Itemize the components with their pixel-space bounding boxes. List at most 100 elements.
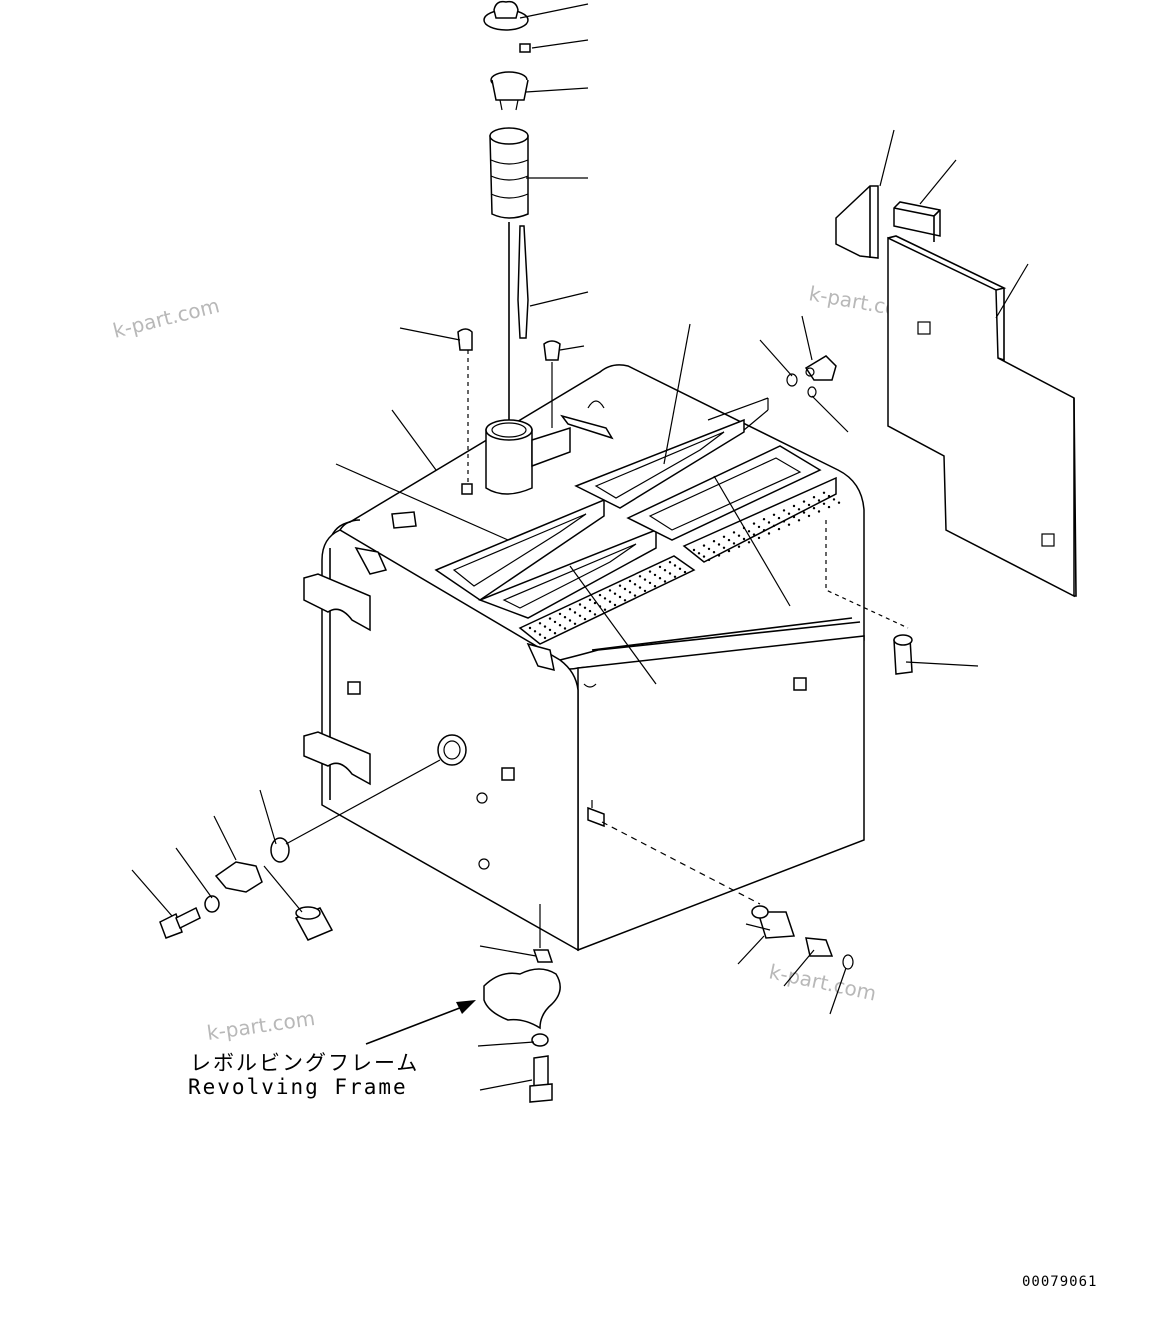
perforation-dot	[603, 608, 607, 611]
perforation-dot	[648, 581, 652, 585]
perforation-dot	[633, 583, 637, 586]
perforation-dot	[538, 633, 542, 636]
frame-arrow	[365, 1000, 476, 1045]
perforation-dot	[722, 546, 726, 549]
frame-label-english: Revolving Frame	[188, 1075, 408, 1099]
watermark: k-part.com	[767, 959, 879, 1005]
perforation-dot	[653, 573, 657, 577]
perforation-dot	[643, 578, 647, 581]
perforation-dot	[538, 622, 542, 625]
boss	[347, 681, 361, 695]
o-ring	[786, 373, 798, 387]
drain-port	[587, 806, 605, 828]
perforation-dot	[697, 552, 701, 555]
perforation-dot	[817, 510, 821, 513]
perforation-dot	[543, 636, 547, 640]
small-bracket	[391, 511, 417, 529]
perforation-dot	[762, 518, 766, 521]
perforation-dot	[678, 567, 682, 570]
bolt	[529, 1055, 553, 1103]
perforation-dot	[797, 508, 801, 511]
perforation-dot	[787, 523, 791, 526]
insulation-panel	[887, 235, 1077, 598]
fuel-tank	[303, 364, 865, 952]
perforation-dot	[707, 558, 711, 562]
perforation-dot	[717, 543, 721, 546]
perforation-dot	[673, 564, 677, 567]
perforation-dot	[747, 541, 751, 544]
perforation-dots	[528, 491, 841, 640]
perforation-dot	[802, 500, 806, 503]
perforation-dot	[608, 589, 612, 592]
leader-lines	[131, 3, 1029, 1091]
perforation-dot	[832, 498, 836, 501]
o-ring	[807, 386, 817, 398]
perforation-dot	[628, 579, 632, 583]
perforation-dot	[767, 521, 771, 524]
perforation-dot	[528, 626, 532, 630]
float-sensor	[214, 861, 263, 893]
perforation-dot	[812, 496, 816, 499]
perforation-dot	[732, 531, 736, 534]
strainer-cap	[490, 71, 529, 111]
perforation-dot	[827, 494, 831, 498]
perforation-dot	[623, 599, 627, 602]
watermark: k-part.com	[110, 293, 221, 343]
perforation-dot	[762, 529, 766, 532]
perforation-dot	[807, 503, 811, 507]
perforation-dot	[702, 555, 706, 558]
perforation-dot	[593, 613, 597, 616]
perforation-dot	[588, 598, 592, 601]
perforation-dot	[623, 587, 627, 591]
perforation-dot	[663, 569, 667, 572]
drain-hole	[478, 858, 490, 870]
perforation-dot	[817, 499, 821, 502]
sight-gauge	[437, 734, 467, 766]
perforation-dot	[578, 603, 582, 606]
perforation-dot	[837, 501, 841, 504]
perforation-dot	[668, 561, 672, 564]
perforation-dot	[638, 586, 642, 589]
perforation-dot	[777, 527, 781, 531]
perforation-dot	[772, 513, 776, 516]
perforation-dot	[548, 617, 552, 620]
perforation-dot	[822, 491, 826, 494]
perforation-dot	[663, 580, 667, 583]
perforation-dot	[608, 600, 612, 603]
drain-valve	[745, 905, 796, 939]
corner-bracket	[526, 642, 555, 672]
side-bracket	[303, 731, 371, 786]
perforation-dot	[727, 549, 731, 553]
perforation-dot	[543, 625, 547, 628]
perforation-dot	[702, 544, 706, 547]
perforation-dot	[712, 540, 716, 543]
perforation-dot	[777, 516, 781, 520]
perforation-dot	[613, 603, 617, 607]
breather-plug	[457, 328, 473, 351]
perforation-dot	[782, 520, 786, 523]
o-ring	[270, 837, 290, 863]
perforation-dot	[598, 593, 602, 597]
screw	[519, 43, 531, 53]
plug	[461, 483, 473, 495]
perforation-dot	[822, 502, 826, 505]
bracket	[835, 185, 879, 259]
boss	[501, 767, 515, 781]
perforation-dot	[802, 511, 806, 514]
perforation-dot	[553, 632, 557, 635]
perforated-plate	[518, 476, 837, 645]
perforation-dot	[752, 522, 756, 525]
mounting-bracket	[531, 426, 571, 468]
pad	[893, 201, 941, 242]
perforation-dot	[827, 505, 831, 509]
perforation-dot	[737, 545, 741, 548]
perforation-dot	[648, 570, 652, 573]
sleeve	[294, 906, 334, 941]
perforation-dot	[558, 624, 562, 627]
strainer	[489, 127, 529, 219]
perforation-dot	[568, 619, 572, 622]
corner-bracket	[354, 546, 388, 575]
perforation-dot	[732, 542, 736, 545]
o-ring	[842, 954, 854, 970]
elbow-fitting	[893, 634, 913, 675]
